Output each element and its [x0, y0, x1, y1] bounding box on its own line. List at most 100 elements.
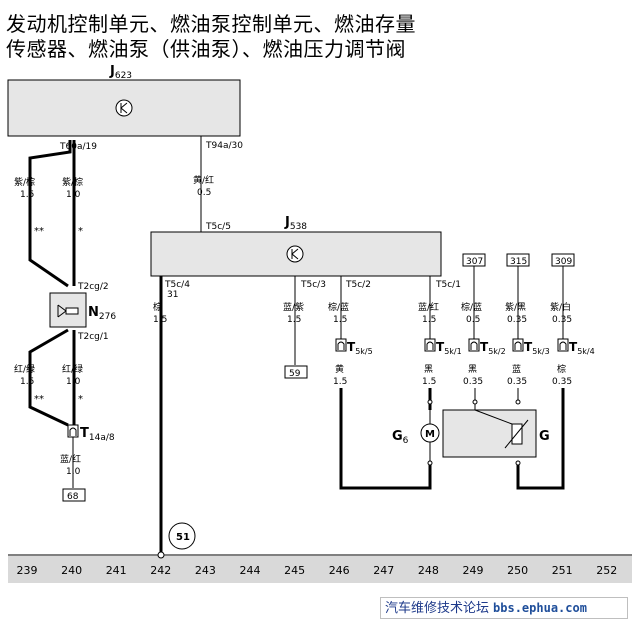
- diagram-title-line2: 传感器、燃油泵（供油泵）、燃油压力调节阀: [6, 37, 406, 61]
- wire-w5-color: 蓝/红: [60, 453, 81, 465]
- connector-t5k5-icon: [335, 338, 347, 352]
- ruler-label: 248: [418, 564, 439, 577]
- ground-51: 51: [176, 532, 190, 543]
- control-unit-symbol-j538: [286, 245, 304, 263]
- ruler-label: 246: [329, 564, 350, 577]
- control-unit-symbol-j623: [115, 99, 133, 117]
- wire-251b: [516, 388, 565, 490]
- ruler-label: 239: [17, 564, 38, 577]
- ref-59: 59: [289, 369, 301, 379]
- connector-t5k5: T5k/5: [347, 340, 373, 356]
- wire-w1: [28, 140, 72, 288]
- wire-w3-size: 1.5: [20, 377, 34, 387]
- ruler-label: 249: [463, 564, 484, 577]
- wire-246a-size: 1.5: [333, 315, 347, 325]
- connector-t14a8: T14a/8: [80, 426, 115, 443]
- wire-250a-color: 紫/黑: [505, 302, 526, 313]
- wire-w2-color: 紫/棕: [62, 176, 83, 188]
- connector-t2cg1: T2cg/1: [77, 332, 109, 342]
- ruler-label: 245: [284, 564, 305, 577]
- connector-t94a30: T94a/30: [205, 141, 243, 151]
- connector-t5c1: T5c/1: [435, 280, 461, 290]
- wire-249a-size: 0.5: [466, 315, 480, 325]
- wire-249a-color: 棕/蓝: [461, 301, 482, 313]
- wire-w1-size: 1.5: [20, 190, 34, 200]
- wire-w3-color: 红/绿: [14, 363, 35, 375]
- wire-t94-color: 黄/红: [193, 174, 214, 186]
- wire-249b-color: 黑: [468, 364, 477, 375]
- motor-icon: [420, 423, 440, 443]
- connector-t60a19: T60a/19: [59, 142, 97, 152]
- ref-68: 68: [67, 492, 79, 502]
- wire-245-size: 1.5: [287, 315, 301, 325]
- mark-double-star: **: [34, 226, 44, 237]
- connector-t14a8-icon: [67, 424, 79, 438]
- ruler-label: 250: [507, 564, 528, 577]
- ground-junction: [157, 551, 165, 559]
- wire-246b: [339, 388, 432, 490]
- mark-double-star-2: **: [34, 394, 44, 405]
- motor-symbol: M: [425, 429, 435, 440]
- module-j623: [7, 79, 241, 137]
- connector-t2cg2: T2cg/2: [77, 282, 109, 292]
- wire-250b-color: 蓝: [512, 363, 521, 375]
- component-g6-label: G6: [392, 429, 409, 446]
- ruler-label: 252: [596, 564, 617, 577]
- module-j623-label: J623: [109, 64, 132, 81]
- wire-242-size: 1.5: [153, 315, 167, 325]
- ruler-label: 243: [195, 564, 216, 577]
- connector-t5k4-icon: [557, 338, 569, 352]
- diagram-title-line1: 发动机控制单元、燃油泵控制单元、燃油存量: [6, 12, 416, 36]
- wire-251b-color: 棕: [557, 363, 566, 375]
- wire-242-color: 棕: [153, 301, 162, 313]
- wire-246b-size: 1.5: [333, 377, 347, 387]
- valve-icon: [57, 304, 79, 318]
- watermark-url: bbs.ephua.com: [493, 601, 587, 615]
- wire-248b-size: 1.5: [422, 377, 436, 387]
- ruler-label: 247: [373, 564, 394, 577]
- wire-248a-size: 1.5: [422, 315, 436, 325]
- connector-t5c3: T5c/3: [300, 280, 326, 290]
- wire-251b-size: 0.35: [552, 377, 572, 387]
- ref-box-68: [62, 488, 86, 502]
- mark-star: *: [78, 226, 83, 237]
- wire-250b-size: 0.35: [507, 377, 527, 387]
- ruler-label: 241: [106, 564, 127, 577]
- wire-251a-size: 0.35: [552, 315, 572, 325]
- mark-star-2: *: [78, 394, 83, 405]
- wire-w1-color: 紫/棕: [14, 176, 35, 188]
- ref-309: 309: [555, 257, 572, 267]
- wire-248b-color: 黑: [424, 364, 433, 375]
- ground-point-51: [168, 522, 196, 550]
- wire-t94-size: 0.5: [197, 188, 211, 198]
- wire-251a-color: 紫/白: [550, 301, 571, 313]
- wire-248a-color: 蓝/红: [418, 301, 439, 313]
- wire-246b-color: 黄: [335, 363, 344, 375]
- connector-t5c2: T5c/2: [345, 280, 371, 290]
- wire-246a-color: 棕/蓝: [328, 301, 349, 313]
- connector-t5k2-icon: [468, 338, 480, 352]
- wire-250a-size: 0.35: [507, 315, 527, 325]
- connector-t5k3-icon: [512, 338, 524, 352]
- connector-t5c5: T5c/5: [205, 222, 231, 232]
- ref-315: 315: [510, 257, 527, 267]
- connector-t5c4-pin: 31: [167, 290, 178, 300]
- ref-307: 307: [466, 257, 483, 267]
- watermark-site: 汽车维修技术论坛: [385, 601, 490, 616]
- wire-245-color: 蓝/紫: [283, 301, 304, 313]
- connector-t5k3: T5k/3: [524, 340, 550, 356]
- connector-t5k4: T5k/4: [569, 340, 595, 356]
- wire-w2-size: 1.0: [66, 190, 81, 200]
- ruler-label: 244: [240, 564, 261, 577]
- wire-w4-color: 红/绿: [62, 363, 83, 375]
- wire-w5-size: 1.0: [66, 467, 81, 477]
- wire-w4-size: 1.0: [66, 377, 81, 387]
- ruler-label: 251: [552, 564, 573, 577]
- connector-t5k2: T5k/2: [480, 340, 506, 356]
- connector-t5k1-icon: [424, 338, 436, 352]
- component-g-label: G: [539, 429, 550, 444]
